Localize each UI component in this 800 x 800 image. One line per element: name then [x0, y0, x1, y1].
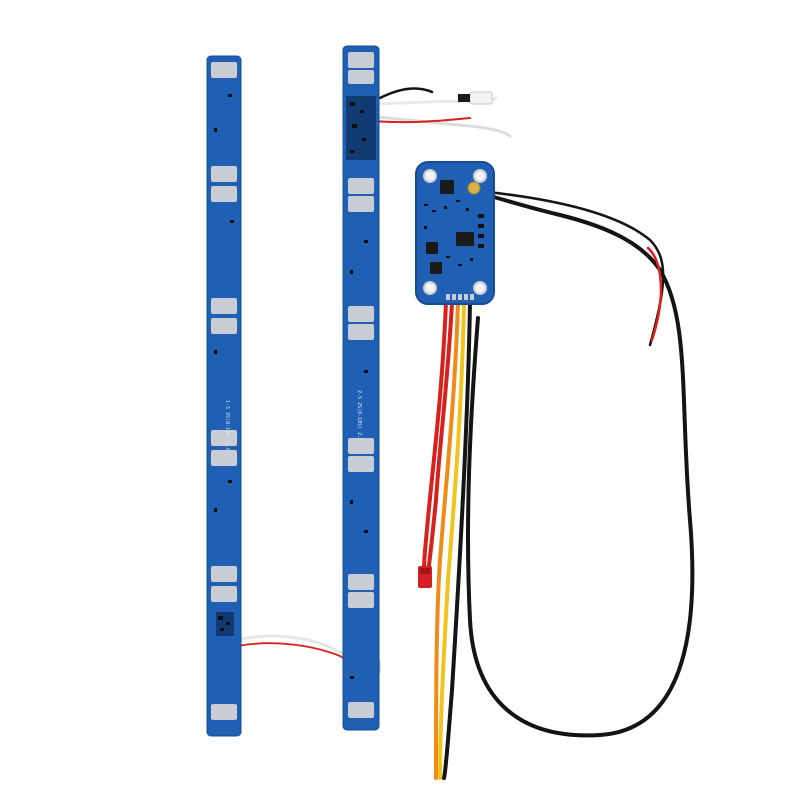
black-wire-top-short	[378, 87, 434, 100]
left-pad-group-6	[211, 704, 237, 720]
left-strip-components	[214, 94, 234, 636]
left-pad-group-3	[211, 298, 237, 334]
red-wire-top	[646, 246, 663, 342]
left-pad-group-4	[211, 430, 237, 466]
mounting-hole	[423, 169, 437, 183]
mounting-hole	[473, 281, 487, 295]
right-pad-group-4	[348, 438, 374, 472]
mounting-hole	[423, 281, 437, 295]
right-balance-strip: 2-S 2S(8-10S) 2.6	[342, 45, 380, 731]
mounting-hole	[473, 169, 487, 183]
left-strip-marking: 1-S 2S(8-10S) 2.6	[224, 400, 230, 451]
right-strip-marking: 2-S 2S(8-10S) 2.6	[356, 390, 362, 441]
driver-chip	[456, 232, 474, 246]
mosfet	[430, 262, 442, 274]
left-pad-group-5	[211, 566, 237, 602]
right-pad-group-5	[348, 574, 374, 608]
wire-harness	[236, 87, 695, 780]
controller-smd-parts	[424, 200, 484, 266]
microcontroller-chip	[440, 180, 454, 194]
yellow-wire-down	[438, 300, 466, 780]
black-wire-loop	[465, 194, 695, 738]
controller-edge-pads	[446, 294, 474, 300]
red-connector	[418, 566, 432, 588]
left-pad-group-2	[211, 166, 237, 202]
right-pad-group-6	[348, 702, 374, 718]
red-wire-long	[422, 300, 448, 574]
right-pad-group-3	[348, 306, 374, 340]
white-connector-top	[458, 91, 493, 105]
gold-sensor	[467, 181, 481, 195]
red-wire-down	[426, 300, 454, 574]
right-pad-group-1	[348, 52, 374, 84]
orange-wire-down	[434, 300, 460, 780]
left-balance-strip: 1-S 2S(8-10S) 2.6	[206, 55, 242, 737]
left-pad-group-1	[211, 62, 237, 78]
mosfet	[426, 242, 438, 254]
bms-controller-board	[415, 161, 495, 305]
right-pad-group-2	[348, 178, 374, 212]
right-strip-components	[346, 96, 376, 679]
black-wire-down	[442, 300, 472, 780]
white-wire-top-2	[360, 114, 512, 138]
